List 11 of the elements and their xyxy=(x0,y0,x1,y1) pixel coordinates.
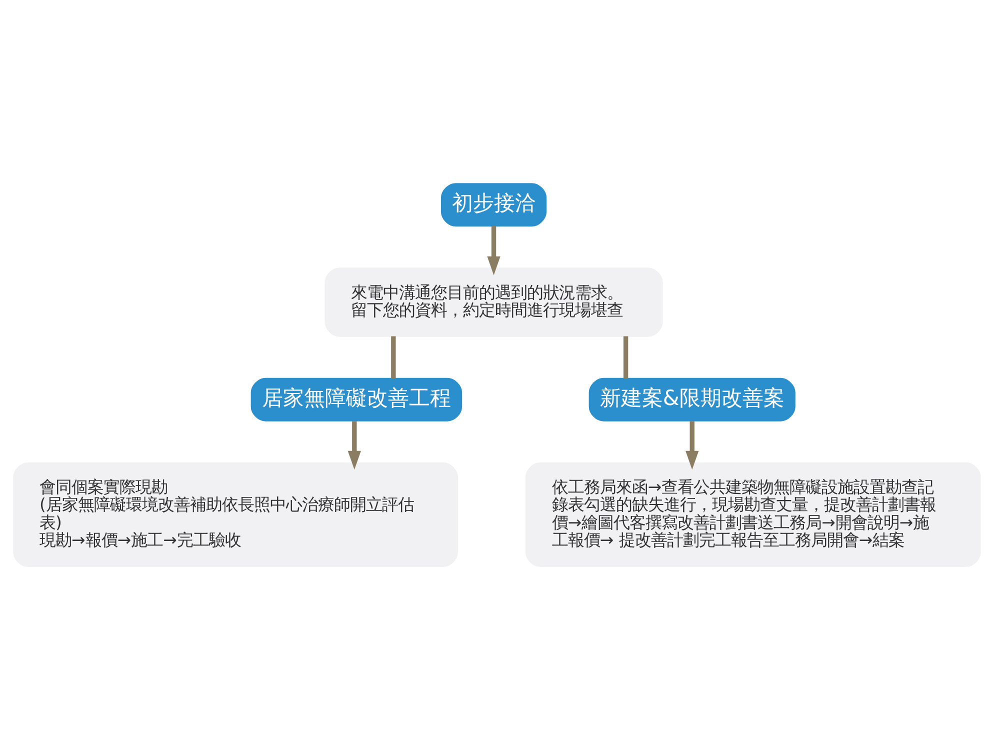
arrow xyxy=(487,226,500,276)
node-box: 新建案&限期改善案 xyxy=(588,378,796,422)
node-box: 初步接洽 xyxy=(440,183,547,227)
arrow xyxy=(348,421,361,470)
node-box: 依工務局來函→查看公共建築物無障礙設施設置勘查記錄表勾選的缺失進行，現場勘查丈量，提改善計劃書報價→繪圖代客撰寫改善計劃書送工務局→開會說明→施工報價→ 提改善計劃完工報告至工務局開會→結案 xyxy=(525,462,981,567)
node-box: 來電中溝通您目前的遇到的狀況需求。 留下您的資料，約定時間進行現場堪查 xyxy=(324,268,663,337)
node-box: 居家無障礙改善工程 xyxy=(250,378,462,422)
arrow xyxy=(686,421,699,470)
connector xyxy=(623,336,628,378)
node-box: 會同個案實際現勘 (居家無障礙環境改善補助依長照中心治療師開立評估表) 現勘→報價→施工→完工驗收 xyxy=(13,462,458,567)
connector xyxy=(391,336,396,378)
